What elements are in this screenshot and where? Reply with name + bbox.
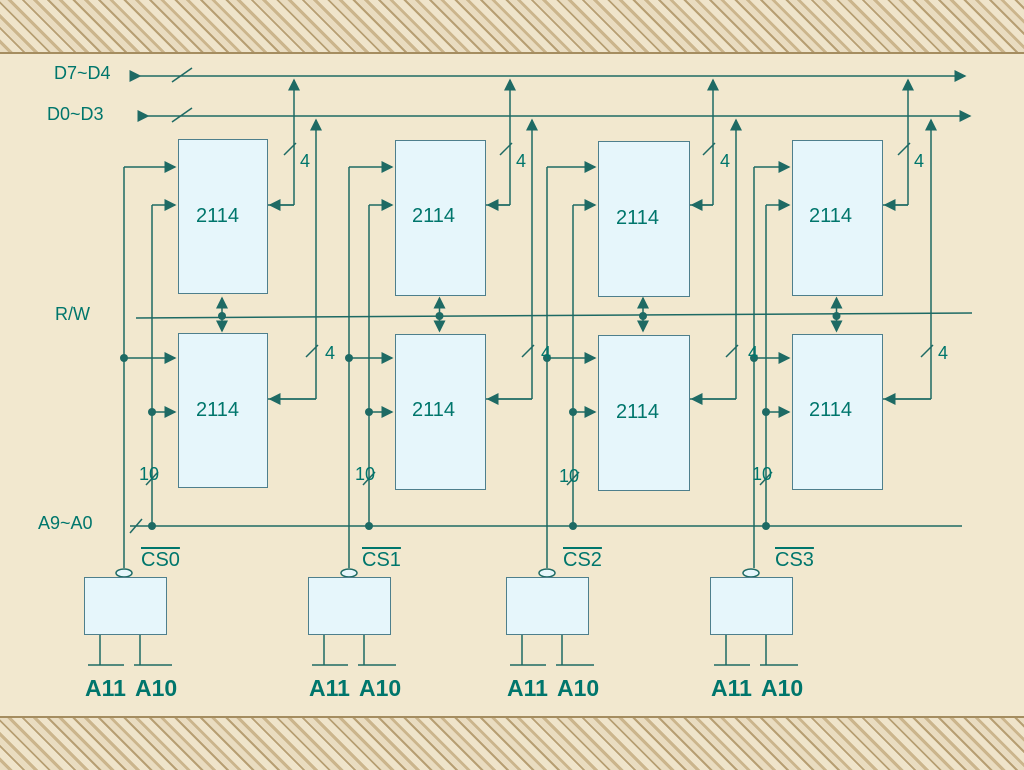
chip-label: 2114 — [616, 401, 660, 423]
junction-dot — [148, 408, 156, 416]
junction-dot — [365, 522, 373, 530]
chip-2114-top — [792, 140, 883, 296]
bus-width-4: 4 — [541, 343, 552, 363]
chip-label: 2114 — [196, 205, 240, 227]
bus-width-tick — [897, 142, 911, 156]
bus-width-10: 10 — [752, 464, 773, 484]
chip-label: 2114 — [412, 205, 456, 227]
bus-width-4: 4 — [938, 343, 949, 363]
bus-width-tick — [566, 471, 580, 486]
bus-width-4: 4 — [914, 151, 925, 171]
junction-dot — [639, 312, 647, 320]
decoder-box — [84, 577, 167, 635]
cs-label: CS2 — [563, 549, 602, 571]
label-a10: A10 — [761, 675, 804, 701]
decoder-box — [506, 577, 589, 635]
junction-dot — [345, 354, 353, 362]
bus-width-tick — [521, 344, 535, 358]
chip-label: 2114 — [412, 399, 456, 421]
chip-2114-top — [178, 139, 268, 294]
active-low-bubble — [115, 568, 133, 578]
decoder-box — [308, 577, 391, 635]
cs-label: CS1 — [362, 549, 401, 571]
label-a9-a0: A9~A0 — [38, 513, 93, 533]
label-a10: A10 — [359, 675, 402, 701]
chip-2114-top — [598, 141, 690, 297]
bus-width-tick — [362, 471, 376, 486]
label-a11: A11 — [711, 675, 752, 701]
bus-width-tick — [305, 344, 319, 358]
junction-dot — [218, 312, 226, 320]
bus-width-tick — [499, 142, 513, 156]
decoder-box — [710, 577, 793, 635]
bus-width-tick — [920, 344, 934, 358]
label-d0-d3: D0~D3 — [47, 104, 104, 124]
chip-label: 2114 — [809, 399, 853, 421]
junction-dot — [435, 312, 444, 320]
junction-dot — [365, 408, 373, 416]
chip-label: 2114 — [809, 205, 853, 227]
junction-dot — [750, 354, 758, 362]
label-a11: A11 — [507, 675, 548, 701]
chip-2114-bottom — [792, 334, 883, 490]
chip-label: 2114 — [616, 207, 660, 229]
chip-label: 2114 — [196, 399, 240, 421]
decorative-top-border — [0, 0, 1024, 54]
label-a11: A11 — [309, 675, 350, 701]
active-low-bubble — [340, 568, 358, 578]
bus-width-tick — [145, 471, 159, 486]
label-rw: R/W — [55, 304, 90, 324]
chip-2114-top — [395, 140, 486, 296]
bus-width-10: 10 — [559, 466, 580, 486]
bus-width-tick — [759, 471, 773, 486]
label-a10: A10 — [135, 675, 178, 701]
label-a11: A11 — [85, 675, 126, 701]
rw-line — [135, 312, 973, 319]
junction-dot — [569, 408, 577, 416]
cs-label: CS3 — [775, 549, 814, 571]
bus-width-tick — [725, 344, 739, 358]
bus-width-4: 4 — [720, 151, 731, 171]
active-low-bubble — [538, 568, 556, 578]
decorative-bottom-border — [0, 716, 1024, 770]
chip-2114-bottom — [598, 335, 690, 491]
bus-width-4: 4 — [325, 343, 336, 363]
chip-2114-bottom — [395, 334, 486, 490]
bus-width-4: 4 — [516, 151, 527, 171]
junction-dot — [762, 522, 770, 530]
junction-dot — [120, 354, 128, 362]
bus-width-10: 10 — [355, 464, 376, 484]
label-d7-d4: D7~D4 — [54, 63, 111, 83]
bus-width-10: 10 — [139, 464, 160, 484]
cs-label: CS0 — [141, 549, 180, 571]
junction-dot — [543, 354, 551, 362]
active-low-bubble — [742, 568, 760, 578]
junction-dot — [832, 312, 841, 320]
chip-2114-bottom — [178, 333, 268, 488]
bus-width-tick — [283, 142, 297, 156]
bus-width-tick — [702, 142, 716, 156]
bus-width-4: 4 — [748, 343, 759, 363]
bus-width-4: 4 — [300, 151, 311, 171]
label-a10: A10 — [557, 675, 600, 701]
junction-dot — [569, 522, 577, 530]
junction-dot — [762, 408, 770, 416]
junction-dot — [148, 522, 156, 530]
